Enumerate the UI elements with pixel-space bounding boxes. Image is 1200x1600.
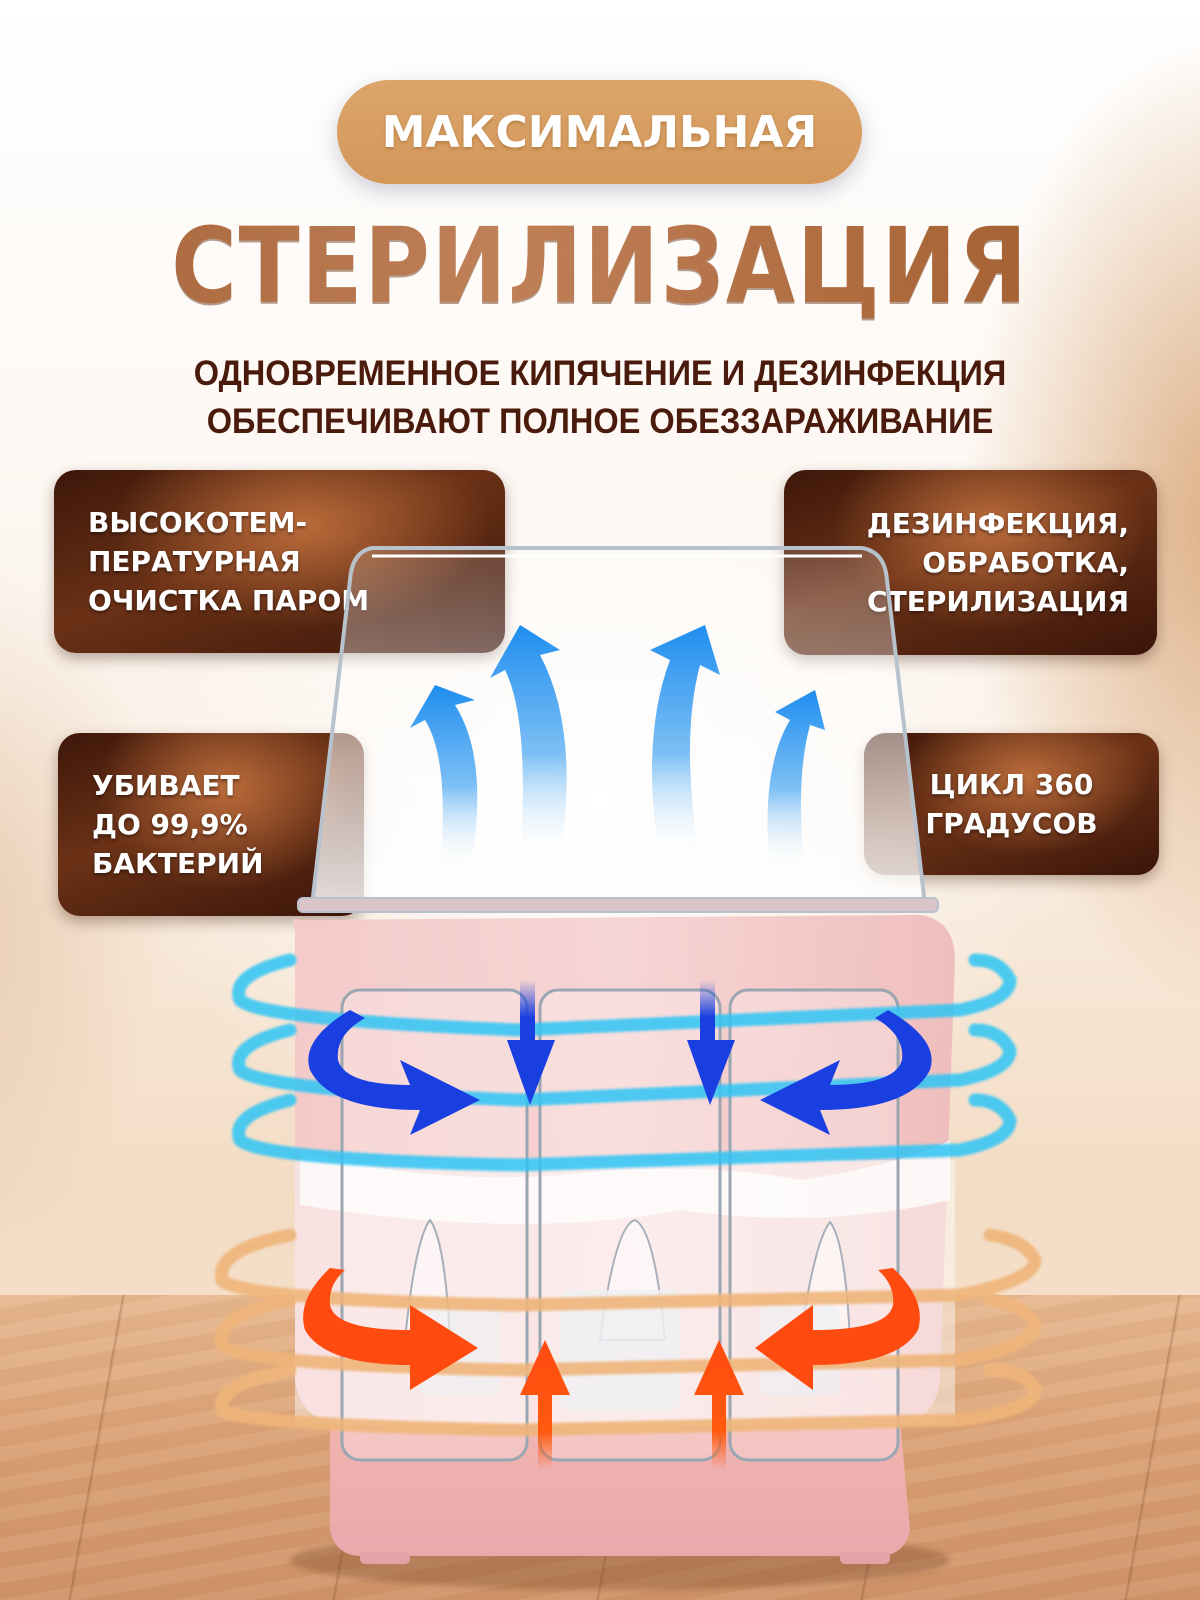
steam-arrows-up: [410, 625, 825, 870]
cold-arrow-down-2: [687, 980, 735, 1105]
badge-line: ЦИКЛ 360: [929, 768, 1094, 801]
water-splash: [300, 1140, 950, 1224]
steam-arrow-3: [650, 625, 720, 860]
badge-line: УБИВАЕТ: [92, 769, 240, 802]
badge-line: СТЕРИЛИЗАЦИЯ: [867, 585, 1129, 618]
hot-swirl-arrows: [303, 1268, 920, 1470]
hot-arrow-up-2: [694, 1340, 744, 1470]
badge-line: ПЕРАТУРНАЯ: [88, 545, 301, 578]
steam-arrow-4: [767, 690, 825, 870]
hot-arrow-up-1: [520, 1340, 570, 1470]
hot-arrow-right: [755, 1268, 920, 1390]
steam-arrow-2: [490, 625, 567, 860]
badge-line: ДО 99,9%: [92, 808, 248, 841]
cold-swirl-arrows: [308, 980, 932, 1135]
steam-arrow-1: [410, 685, 478, 870]
badge-bacteria: УБИВАЕТ ДО 99,9% БАКТЕРИЙ: [58, 733, 364, 916]
header-pill: МАКСИМАЛЬНАЯ: [337, 80, 862, 184]
subtitle-line: ОДНОВРЕМЕННОЕ КИПЯЧЕНИЕ И ДЕЗИНФЕКЦИЯ: [193, 354, 1007, 393]
device-base: [330, 1420, 910, 1556]
badge-line: БАКТЕРИЙ: [92, 847, 264, 880]
cold-arrow-left: [308, 1010, 480, 1135]
badge-line: ОБРАБОТКА,: [922, 546, 1129, 579]
pill-label: МАКСИМАЛЬНАЯ: [381, 106, 818, 158]
subtitle: ОДНОВРЕМЕННОЕ КИПЯЧЕНИЕ И ДЕЗИНФЕКЦИЯ ОБ…: [42, 350, 1158, 446]
cold-arrow-down-1: [507, 980, 555, 1105]
badge-line: ВЫСОКОТЕМ-: [88, 506, 308, 539]
page-title: СТЕРИЛИЗАЦИЯ: [84, 205, 1116, 327]
hot-arrow-left: [303, 1268, 478, 1390]
transparent-dome-lid: [309, 546, 928, 907]
badge-line: ГРАДУСОВ: [925, 807, 1098, 840]
badge-line: ОЧИСТКА ПАРОМ: [88, 584, 370, 617]
badge-line: ДЕЗИНФЕКЦИЯ,: [866, 507, 1129, 540]
cold-arrow-right: [760, 1010, 932, 1135]
subtitle-line: ОБЕСПЕЧИВАЮТ ПОЛНОЕ ОБЕЗЗАРАЖИВАНИЕ: [206, 402, 994, 441]
